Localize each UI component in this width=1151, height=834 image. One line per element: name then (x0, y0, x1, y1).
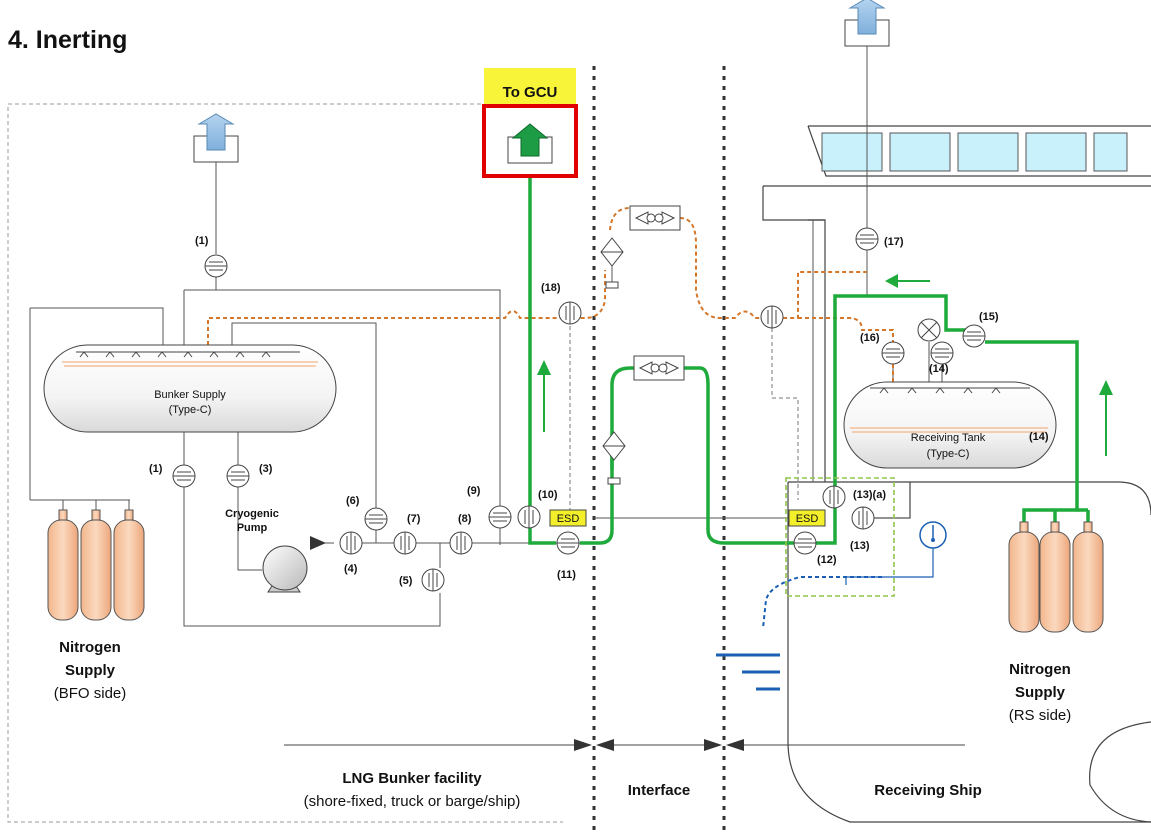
valve-9[interactable] (488, 505, 512, 529)
valve-13[interactable] (851, 506, 875, 530)
valve-15[interactable] (962, 324, 986, 348)
gcu-vent-stack (507, 123, 553, 164)
valve-11[interactable] (556, 531, 580, 555)
receiving-ship-outline (762, 125, 1151, 823)
vapour-return-line-bfo (207, 270, 606, 352)
valve-3[interactable] (226, 464, 250, 488)
nitrogen-cylinders-rs (1008, 521, 1104, 633)
esd-label-rs: ESD (796, 513, 819, 525)
valve-13a-label: (13)(a) (853, 489, 886, 501)
nitrogen-cylinders-bfo (47, 509, 145, 621)
valve-7[interactable] (393, 531, 417, 555)
cryogenic-pump[interactable] (262, 536, 326, 593)
valve-5-label: (5) (399, 575, 413, 587)
nitrogen-bfo-title-1: Nitrogen (59, 639, 121, 656)
filter-liquid (602, 431, 626, 485)
flow-arrow-rs (1099, 380, 1113, 456)
bunker-facility-boundary (7, 103, 565, 823)
flow-arrow-vent (885, 274, 930, 288)
nitrogen-rs-title-1: Nitrogen (1009, 661, 1071, 678)
valve-1-lower[interactable] (172, 464, 196, 488)
nitrogen-bfo-side: (BFO side) (54, 685, 127, 702)
valve-17-label: (17) (884, 236, 904, 248)
breakaway-coupling-liquid (633, 355, 685, 381)
nitrogen-rs-side: (RS side) (1009, 707, 1072, 724)
esd-label-bfo: ESD (557, 513, 580, 525)
zone-dimension-line (284, 739, 965, 751)
pump-label-2: Pump (237, 522, 268, 534)
valve-1-lower-label: (1) (149, 463, 163, 475)
inerting-flow-path (528, 176, 1090, 545)
gcu-highlight-box (482, 104, 578, 178)
bunker-supply-tank: Bunker Supply (Type-C) (43, 344, 337, 433)
zone-interface-title: Interface (628, 782, 691, 799)
ship-gas-detector (762, 521, 947, 629)
zone-bunker-title: LNG Bunker facility (342, 770, 482, 787)
valve-11-label: (11) (557, 569, 576, 581)
pressure-gauge-icon (917, 318, 941, 342)
valve-6-label: (6) (346, 495, 360, 507)
valve-3-label: (3) (259, 463, 273, 475)
valve-14[interactable] (930, 341, 954, 365)
valve-13-label: (13) (850, 540, 870, 552)
breakaway-coupling-vapour (629, 205, 681, 231)
valve-12-label: (12) (817, 554, 837, 566)
to-gcu-label: To GCU (503, 84, 558, 101)
filter-vapour (600, 237, 624, 289)
valve-5[interactable] (421, 568, 445, 592)
valve-13a[interactable] (822, 485, 846, 509)
valve-10-label: (10) (538, 489, 558, 501)
zone-bunker-subtitle: (shore-fixed, truck or barge/ship) (304, 793, 521, 810)
bridge-windows (821, 132, 1128, 172)
receiving-tank-label: Receiving Tank (911, 432, 986, 444)
nitrogen-rs-title-2: Supply (1015, 684, 1066, 701)
esd-zone-highlight (785, 477, 895, 597)
valve-8[interactable] (449, 531, 473, 555)
valve-16[interactable] (881, 341, 905, 365)
valve-7-label: (7) (407, 513, 421, 525)
valve-vapour-rs[interactable] (760, 305, 784, 329)
valve-18-label: (18) (541, 282, 561, 294)
esd-badge-rs[interactable]: ESD (788, 509, 826, 527)
esd-badge-bfo[interactable]: ESD (549, 509, 587, 527)
valve-18[interactable] (558, 301, 582, 325)
valve-4-label: (4) (344, 563, 358, 575)
receiving-tank: Receiving Tank (Type-C) (843, 381, 1057, 469)
vent-stack-rs (844, 0, 890, 228)
bunker-supply-type: (Type-C) (169, 404, 212, 416)
valve-4[interactable] (339, 531, 363, 555)
valve-9-label: (9) (467, 485, 481, 497)
bunker-supply-label: Bunker Supply (154, 389, 226, 401)
nitrogen-bfo-title-2: Supply (65, 662, 116, 679)
page-title: 4. Inerting (8, 26, 127, 54)
valve-14-label: (14) (929, 363, 949, 375)
receiving-tank-type: (Type-C) (927, 448, 970, 460)
vapour-branch-line (798, 317, 894, 342)
valve-8-label: (8) (458, 513, 472, 525)
valve-6[interactable] (364, 507, 388, 531)
control-signal-lines (569, 326, 799, 512)
vent-stack-bfo (193, 113, 239, 163)
flow-arrow-bfo (537, 360, 551, 432)
valve-1-top-label: (1) (195, 235, 209, 247)
valve-17[interactable] (855, 227, 879, 251)
valve-16-label: (16) (860, 332, 880, 344)
valve-12[interactable] (793, 531, 817, 555)
pump-label-1: Cryogenic (225, 508, 279, 520)
valve-10[interactable] (517, 505, 541, 529)
valve-1-top[interactable] (204, 254, 228, 278)
vapour-return-line-rs (679, 217, 867, 319)
to-gcu-banner (484, 68, 576, 104)
water-curtain-icon (716, 653, 780, 691)
valve-15-label: (15) (979, 311, 999, 323)
zone-receiving-title: Receiving Ship (874, 782, 982, 799)
valve-14-tank-label: (14) (1029, 431, 1049, 443)
